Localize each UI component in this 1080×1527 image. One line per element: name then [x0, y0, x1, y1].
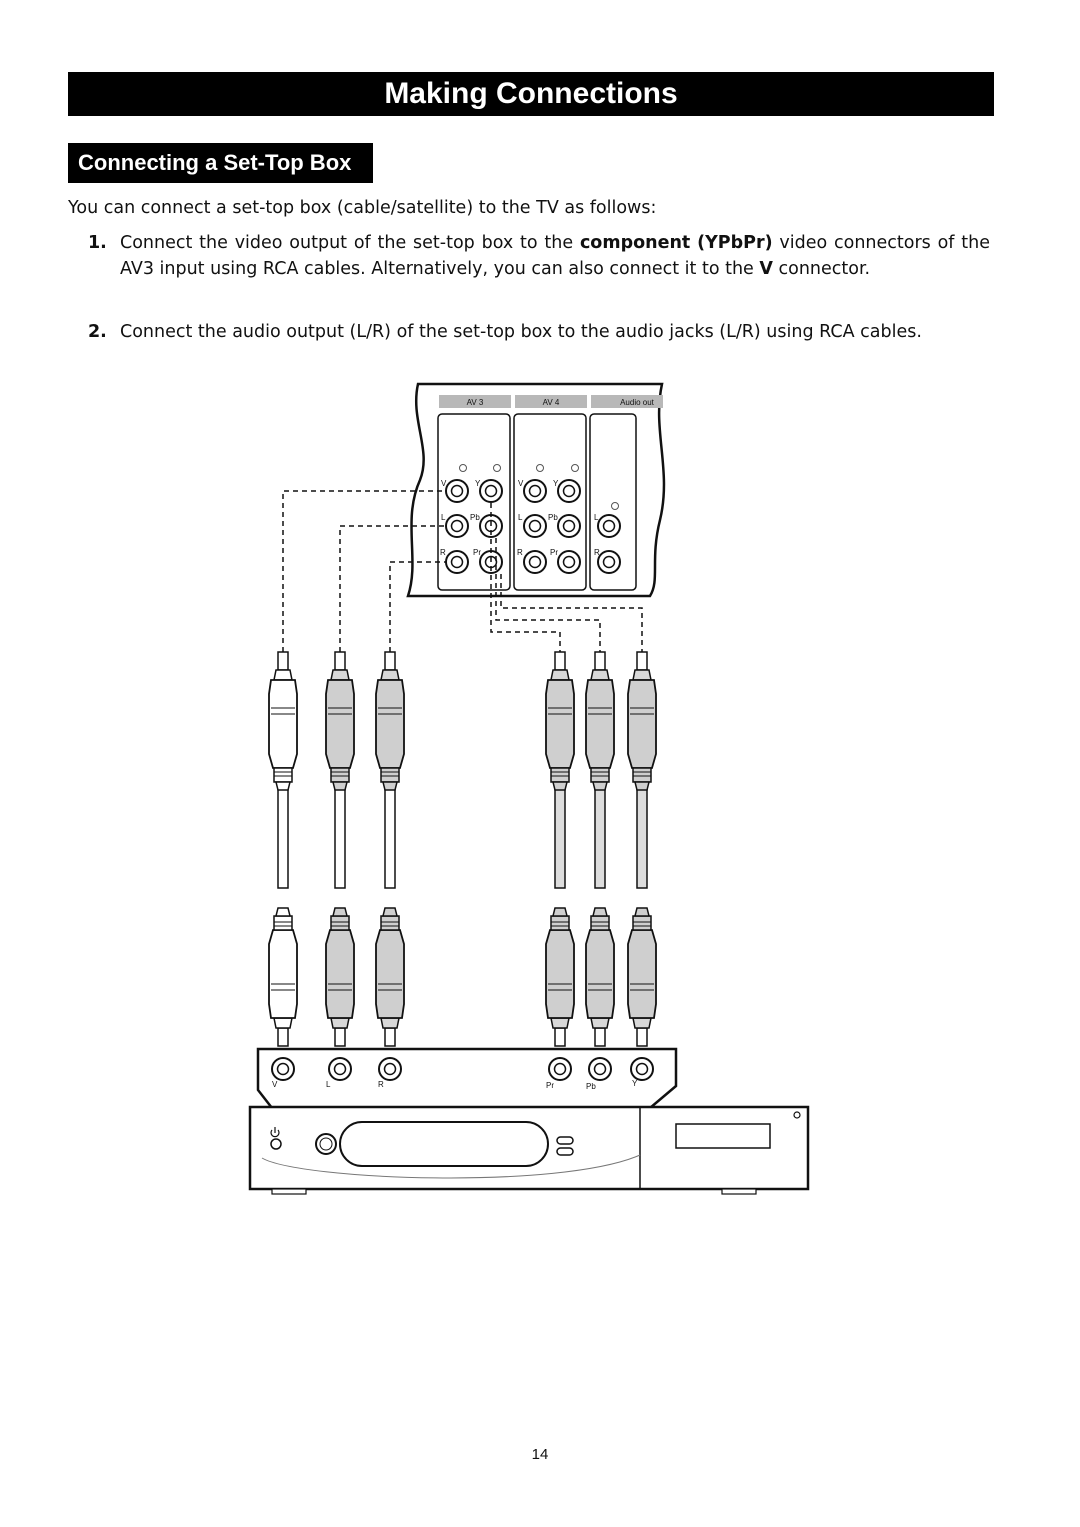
- settop-rear-panel: [256, 1047, 678, 1110]
- settop-button-up: [556, 1136, 574, 1145]
- step-text: Connect the audio output (L/R) of the se…: [120, 322, 922, 342]
- av3-r-jack: [445, 550, 469, 574]
- settop-knob: [315, 1133, 337, 1155]
- settop-y-jack: [630, 1057, 654, 1081]
- svg-text:L: L: [326, 1080, 331, 1089]
- rca-plug-audio-l-top: [325, 651, 355, 791]
- svg-text:Y: Y: [632, 1079, 638, 1088]
- step-number: 2.: [88, 322, 107, 342]
- av4-pr-jack: [557, 550, 581, 574]
- svg-text:Y: Y: [475, 479, 481, 488]
- settop-r-jack: [378, 1057, 402, 1081]
- rca-plug-pb-bottom: [585, 907, 615, 1047]
- intro-text: You can connect a set-top box (cable/sat…: [68, 198, 657, 218]
- av4-v-jack: [523, 479, 547, 503]
- settop-button-down: [556, 1147, 574, 1156]
- svg-text:R: R: [517, 548, 523, 557]
- rca-plug-audio-r-top: [375, 651, 405, 791]
- svg-text:Pr: Pr: [473, 548, 481, 557]
- audio-out-group: [589, 413, 637, 591]
- svg-text:L: L: [518, 513, 523, 522]
- tab-av4: [515, 395, 587, 408]
- tab-av4-label: AV 4: [543, 398, 560, 407]
- av3-v-jack: [445, 479, 469, 503]
- audio-out-l-jack: [597, 514, 621, 538]
- power-button: [270, 1138, 282, 1150]
- page-title: Making Connections: [68, 72, 994, 116]
- section-title: Connecting a Set-Top Box: [68, 143, 374, 183]
- rca-plug-y-bottom: [627, 907, 657, 1047]
- settop-disc-tray: [339, 1121, 549, 1167]
- tv-back-panel: AV 3 AV 4 Audio out V Y: [406, 382, 666, 598]
- power-icon: [270, 1127, 280, 1138]
- tab-audio-out-label: Audio out: [620, 398, 655, 407]
- av4-group: [513, 413, 587, 591]
- svg-text:Pb: Pb: [548, 513, 558, 522]
- av3-l-jack: [445, 514, 469, 538]
- rca-plug-audio-r-bottom: [375, 907, 405, 1047]
- tab-av3-label: AV 3: [467, 398, 484, 407]
- indicator-light-icon: [793, 1111, 801, 1119]
- av4-y-jack: [557, 479, 581, 503]
- svg-text:Y: Y: [553, 479, 559, 488]
- settop-l-jack: [328, 1057, 352, 1081]
- settop-v-jack: [271, 1057, 295, 1081]
- av4-l-jack: [523, 514, 547, 538]
- rca-plug-pr-bottom: [545, 907, 575, 1047]
- svg-text:Pr: Pr: [546, 1081, 554, 1090]
- tab-audio-out: [591, 395, 663, 408]
- svg-text:Pb: Pb: [586, 1082, 596, 1091]
- av4-r-jack: [523, 550, 547, 574]
- rca-plug-video-bottom: [268, 907, 298, 1047]
- svg-text:Pb: Pb: [470, 513, 480, 522]
- av3-y-jack: [479, 479, 503, 503]
- svg-text:V: V: [441, 479, 447, 488]
- svg-text:R: R: [440, 548, 446, 557]
- settop-foot-right: [721, 1188, 757, 1195]
- svg-text:V: V: [518, 479, 524, 488]
- svg-text:Pr: Pr: [550, 548, 558, 557]
- rca-plug-audio-l-bottom: [325, 907, 355, 1047]
- rca-plug-y-top: [627, 651, 657, 791]
- settop-pb-jack: [588, 1057, 612, 1081]
- step-text: Connect the video output of the set-top …: [120, 233, 990, 279]
- rca-plug-pb-top: [585, 651, 615, 791]
- svg-text:L: L: [594, 513, 599, 522]
- settop-pr-jack: [548, 1057, 572, 1081]
- av4-pb-jack: [557, 514, 581, 538]
- settop-display: [675, 1123, 771, 1149]
- rca-plug-pr-top: [545, 651, 575, 791]
- rca-plug-video-top: [268, 651, 298, 791]
- svg-text:L: L: [441, 513, 446, 522]
- rca-cables: [268, 651, 657, 1047]
- step-number: 1.: [88, 233, 107, 253]
- svg-text:R: R: [594, 548, 600, 557]
- tab-av3: [439, 395, 511, 408]
- svg-text:V: V: [272, 1080, 278, 1089]
- audio-out-r-jack: [597, 550, 621, 574]
- av3-group: [437, 413, 511, 591]
- settop-box: V L R Pr Pb Y: [248, 1047, 810, 1195]
- settop-foot-left: [271, 1188, 307, 1195]
- svg-text:R: R: [378, 1080, 384, 1089]
- page-number: 14: [531, 1446, 549, 1463]
